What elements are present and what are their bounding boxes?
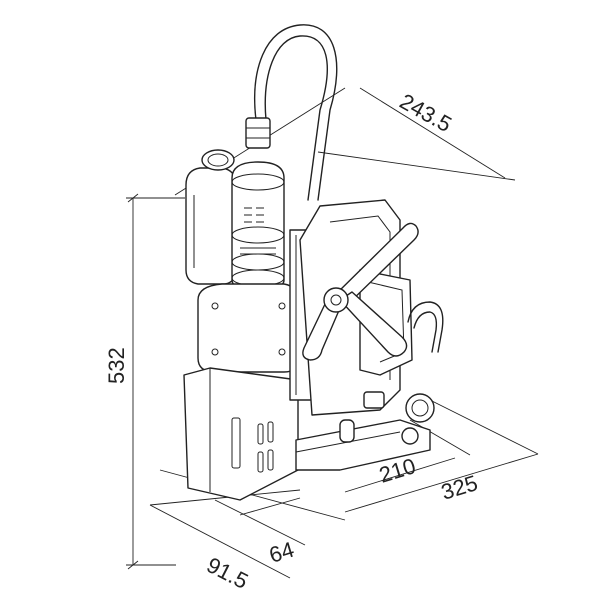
handle-lower	[302, 301, 341, 361]
chip-guard	[183, 367, 299, 501]
switch-box	[363, 391, 385, 409]
dim-offset-label: 64	[266, 537, 297, 568]
coolant-hose	[254, 24, 338, 201]
feed-handles	[302, 222, 419, 361]
dim-base-depth-line	[344, 457, 456, 493]
dim-offset-line	[214, 499, 306, 546]
dim-total-depth-line	[344, 453, 539, 513]
switch-knob	[401, 427, 419, 445]
control-knob	[405, 393, 435, 423]
handle-upper	[333, 222, 419, 307]
magnetic-drill-machine	[183, 24, 444, 501]
handle-right	[339, 291, 408, 357]
guard-slots	[257, 421, 274, 473]
dim-width-label: 91.5	[203, 552, 253, 594]
dim-depth-top-line	[359, 87, 506, 179]
coolant-valve	[339, 419, 355, 443]
dim-depth-top-label: 243.5	[396, 89, 456, 138]
bottle-cap	[201, 149, 235, 171]
gearbox-housing	[197, 283, 299, 373]
motor-vents	[240, 207, 276, 255]
drill-motor	[231, 161, 285, 291]
dim-total-depth-label: 325	[438, 470, 480, 505]
handle-hub	[323, 287, 349, 313]
carry-handle	[407, 301, 444, 353]
dim-height-label: 532	[104, 347, 129, 384]
hose-fitting	[245, 117, 271, 149]
dim-width-line	[149, 504, 291, 579]
